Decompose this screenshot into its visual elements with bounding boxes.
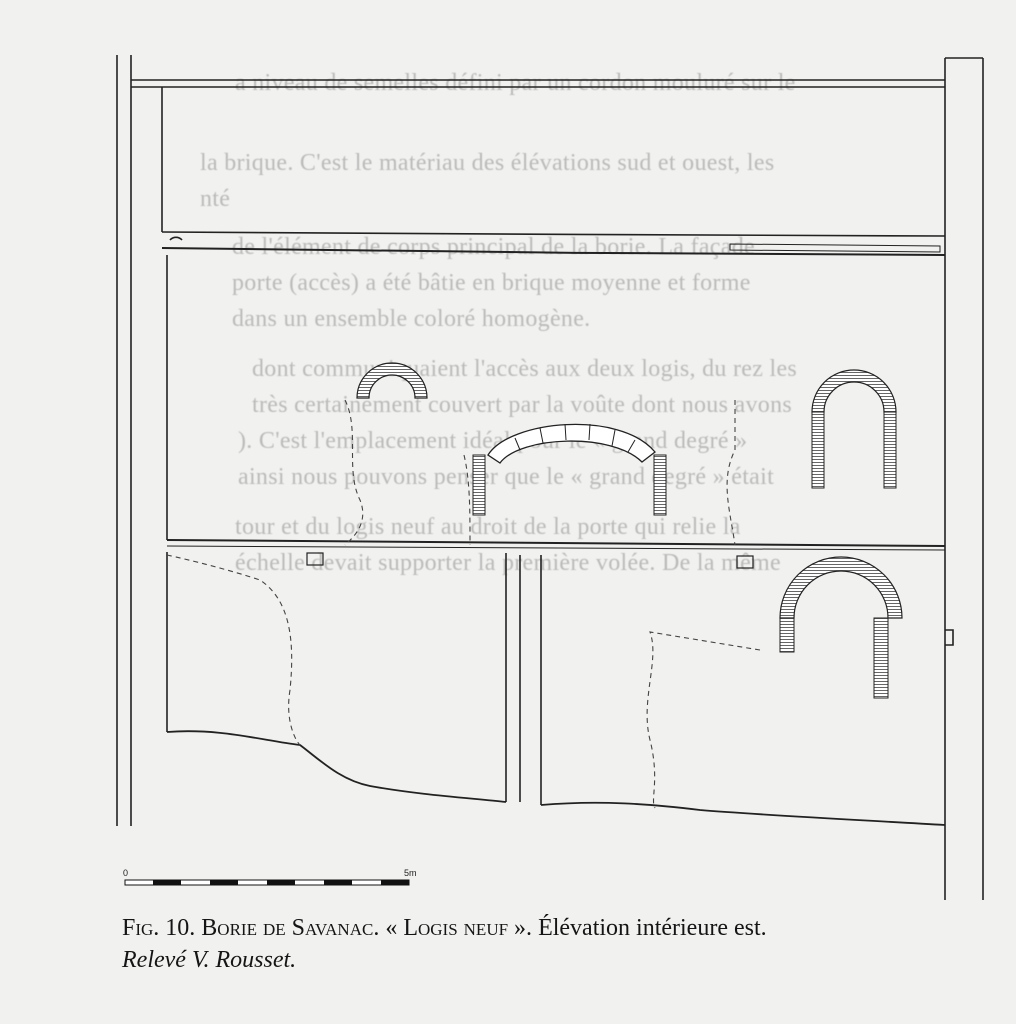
brick-arch-upper-left (356, 362, 428, 399)
bleed-line: dans un ensemble coloré homogène. (232, 306, 591, 332)
bleed-line: très certainement couvert par la voûte d… (252, 392, 793, 418)
bleed-line: a niveau de semelles défini par un cordo… (235, 70, 796, 96)
bleed-line: échelle devait supporter la première vol… (235, 550, 781, 576)
figure-credit: Relevé V. Rousset. (122, 947, 297, 973)
bleed-line: nté (200, 186, 231, 212)
caption-line-1: Fig. 10. Borie de Savanac. « Logis neuf … (122, 912, 1002, 944)
figure-caption: Fig. 10. Borie de Savanac. « Logis neuf … (122, 912, 1002, 976)
wall-outline (116, 55, 984, 900)
bleed-line: tour et du logis neuf au droit de la por… (235, 514, 741, 540)
bleed-line: de l'élément de corps principal de la bo… (232, 234, 755, 260)
bleed-line: ainsi nous pouvons penser que le « grand… (238, 464, 775, 490)
bleed-line: porte (accès) a été bâtie en brique moye… (232, 270, 751, 296)
scale-end-label: 5m (404, 868, 417, 878)
brick-arch-lower-right (779, 556, 903, 699)
scale-bar: 0 5m (123, 868, 417, 886)
figure-label: Fig. 10. (122, 915, 196, 941)
bleed-line: la brique. C'est le matériau des élévati… (200, 150, 775, 176)
figure-building: « Logis neuf ». (385, 915, 533, 941)
segmental-arch-center (472, 423, 667, 516)
dashed-outlines (166, 399, 761, 809)
brick-arch-upper-right (811, 369, 897, 489)
bleed-line: dont communiquaient l'accès aux deux log… (252, 356, 798, 382)
figure-description: Élévation intérieure est. (538, 915, 767, 941)
figure-place: Borie de Savanac. (201, 915, 380, 941)
scale-start-label: 0 (123, 868, 128, 878)
